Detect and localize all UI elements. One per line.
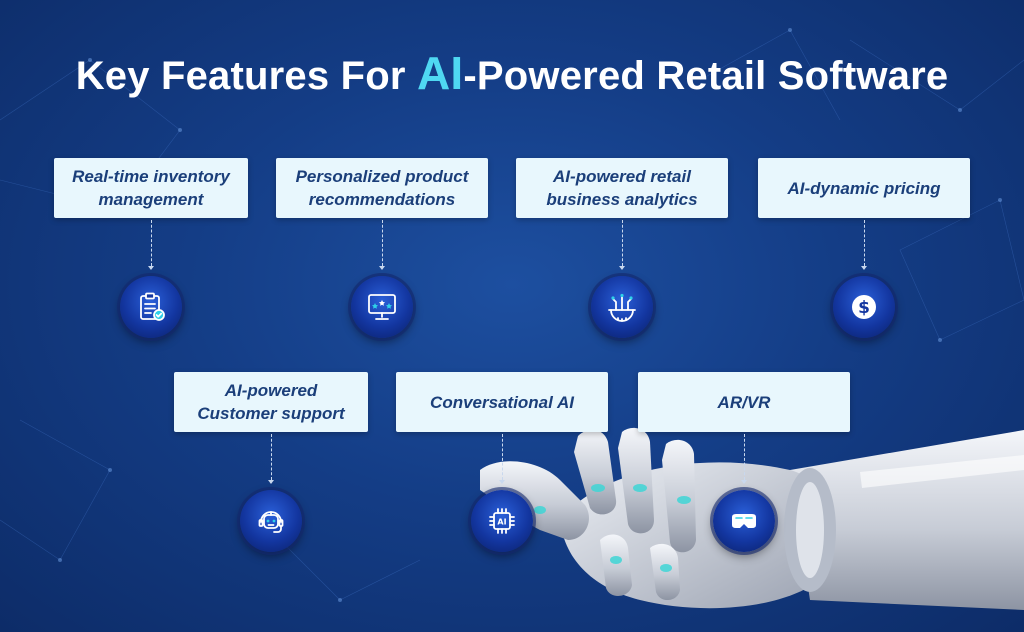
feature-box-analytics: AI-powered retail business analytics	[516, 158, 728, 218]
svg-text:$: $	[858, 298, 870, 318]
title-accent: AI	[416, 47, 464, 99]
feature-icon-circle	[120, 276, 182, 338]
dollar-icon: $	[852, 295, 876, 319]
feature-icon-circle: $	[833, 276, 895, 338]
feature-box-customer-support: AI-powered Customer support	[174, 372, 368, 432]
feature-label: AI-powered retail business analytics	[546, 167, 698, 209]
connector-line	[382, 220, 383, 266]
connector-line	[271, 434, 272, 480]
title-prefix: Key Features For	[75, 54, 417, 98]
feature-box-ar-vr: AR/VR	[638, 372, 850, 432]
feature-box-recommendations: Personalized product recommendations	[276, 158, 488, 218]
clipboard-check-icon	[140, 292, 165, 321]
connector-line	[151, 220, 152, 266]
feature-label: Conversational AI	[430, 392, 574, 412]
connector-line	[622, 220, 623, 266]
connector-line	[744, 434, 745, 480]
connector-arrow	[148, 266, 154, 270]
feature-box-inventory: Real-time inventory management	[54, 158, 248, 218]
svg-text:AI: AI	[497, 518, 506, 527]
feature-label: AI-dynamic pricing	[787, 178, 941, 198]
feature-label: AR/VR	[717, 392, 771, 412]
feature-icon-circle	[240, 490, 302, 552]
connector-line	[502, 434, 503, 480]
connector-arrow	[268, 480, 274, 484]
feature-icon-circle	[713, 490, 775, 552]
circuit-gear-icon	[608, 293, 636, 322]
feature-label: AI-powered Customer support	[197, 381, 345, 423]
robot-headset-icon	[258, 511, 284, 533]
connector-arrow	[499, 480, 505, 484]
feature-icon-circle	[351, 276, 413, 338]
connector-arrow	[619, 266, 625, 270]
connector-arrow	[861, 266, 867, 270]
page-title: Key Features For AI-Powered Retail Softw…	[0, 46, 1024, 100]
connector-arrow	[379, 266, 385, 270]
rating-screen-icon	[368, 294, 396, 320]
connector-arrow	[741, 480, 747, 484]
feature-box-conversational-ai: Conversational AI	[396, 372, 608, 432]
feature-label: Personalized product recommendations	[295, 167, 469, 209]
feature-box-pricing: AI-dynamic pricing	[758, 158, 970, 218]
vr-headset-icon	[732, 514, 756, 528]
feature-icon-circle	[591, 276, 653, 338]
connector-line	[864, 220, 865, 266]
feature-icon-circle: AI	[471, 490, 533, 552]
ai-chip-icon: AI	[489, 508, 515, 534]
feature-label: Real-time inventory management	[72, 167, 230, 209]
title-suffix: -Powered Retail Software	[463, 54, 949, 98]
